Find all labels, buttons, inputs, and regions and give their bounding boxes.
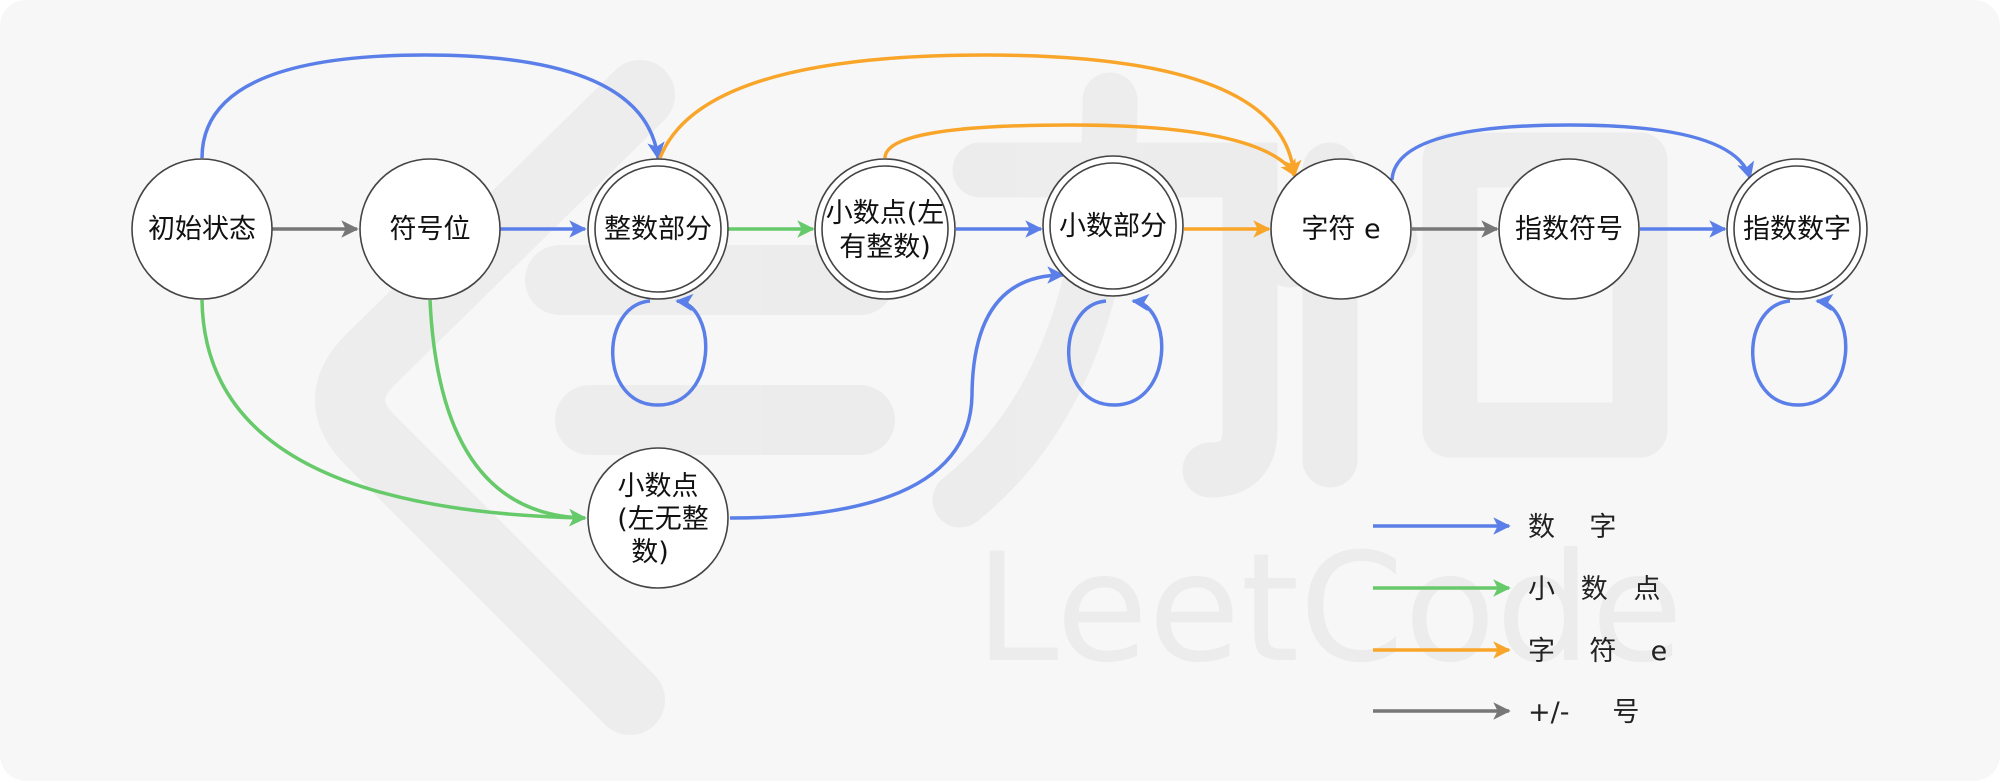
- edge-sign-to-dot-no-int: [428, 299, 587, 527]
- edge-initial-to-integer: [200, 53, 665, 160]
- edge-char-e-to-exp-digit: [1390, 123, 1755, 181]
- node-char-e: 字符 e: [1270, 158, 1412, 300]
- legend-label-digit: 数 字: [1528, 512, 1616, 543]
- node-initial: 初始状态: [131, 158, 273, 300]
- leetcode-watermark: LeetCode: [315, 60, 1683, 735]
- node-dot-left-int-label-line2: 有整数): [839, 232, 931, 263]
- node-dot-left-int-label-line1: 小数点(左: [826, 198, 945, 229]
- watermark-wordmark: LeetCode: [975, 522, 1683, 696]
- edges: [200, 53, 1848, 527]
- node-sign-label: 符号位: [390, 214, 471, 245]
- edge-dot-left-int-to-char-e: [883, 123, 1298, 178]
- legend-label-sign: +/- 号: [1528, 697, 1639, 728]
- node-exp-sign-label: 指数符号: [1515, 214, 1623, 245]
- node-dot-left-int: 小数点(左 有整数): [814, 158, 956, 300]
- legend-label-e: 字 符 e: [1528, 636, 1667, 667]
- node-dot-no-int-label-line1: 小数点: [618, 471, 699, 502]
- node-integer: 整数部分: [587, 158, 729, 300]
- node-exp-digit-label: 指数数字: [1743, 214, 1851, 245]
- legend-item-e: 字 符 e: [1373, 636, 1667, 667]
- node-sign: 符号位: [359, 158, 501, 300]
- node-exp-sign: 指数符号: [1498, 158, 1640, 300]
- node-exp-digit: 指数数字: [1726, 158, 1868, 300]
- node-dot-no-int-label-line2: (左无整: [617, 504, 709, 535]
- edge-initial-to-dot-no-int: [200, 299, 587, 527]
- node-fraction: 小数部分: [1042, 155, 1184, 297]
- node-dot-no-int-label-line3: 数): [631, 537, 669, 568]
- node-initial-label: 初始状态: [148, 214, 256, 245]
- edge-integer-to-char-e: [658, 53, 1302, 178]
- legend-item-sign: +/- 号: [1373, 697, 1639, 728]
- legend-item-dot: 小 数 点: [1373, 574, 1661, 605]
- legend: 数 字 小 数 点 字 符 e +/- 号: [1373, 512, 1667, 728]
- node-dot-no-int: 小数点 (左无整 数): [587, 447, 729, 589]
- legend-item-digit: 数 字: [1373, 512, 1616, 543]
- loop-integer: [611, 293, 708, 407]
- node-integer-label: 整数部分: [604, 214, 712, 245]
- edge-dot-no-int-to-fraction: [729, 266, 1065, 520]
- legend-label-dot: 小 数 点: [1528, 574, 1661, 605]
- loop-exp-digit: [1751, 293, 1848, 407]
- node-char-e-label: 字符 e: [1301, 214, 1380, 245]
- loop-fraction: [1067, 293, 1164, 407]
- node-fraction-label: 小数部分: [1059, 211, 1167, 242]
